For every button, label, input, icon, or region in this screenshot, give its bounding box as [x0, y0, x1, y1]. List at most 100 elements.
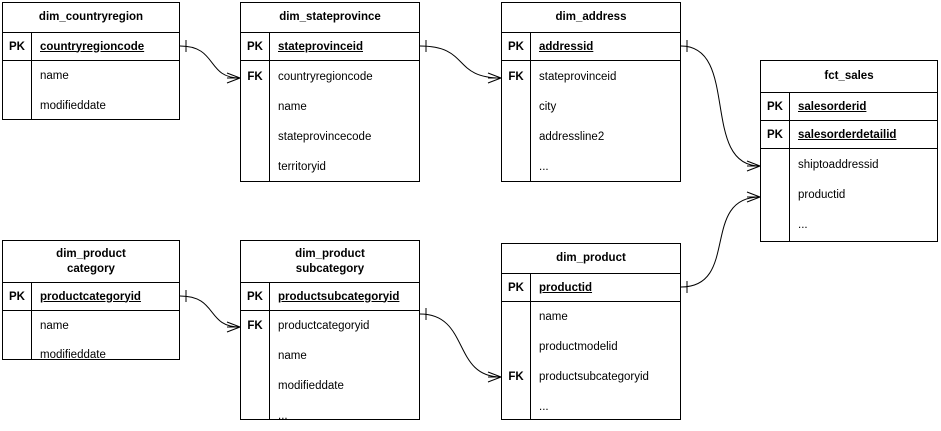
key-column-divider	[31, 33, 32, 119]
field-name: countryregioncode	[278, 70, 373, 83]
entity-title: dim_address	[502, 3, 680, 33]
field-name: name	[278, 101, 307, 113]
key-cell-empty	[761, 210, 789, 240]
key-label: PK	[508, 40, 524, 53]
relationship-address-to-fctsales	[680, 40, 761, 172]
field-name: productcategoryid	[40, 290, 141, 303]
relationship-subcategory-to-product	[419, 308, 502, 383]
key-label: FK	[508, 371, 524, 383]
cardinality-many-marker	[746, 191, 761, 203]
key-column-divider	[269, 33, 270, 181]
entity-title: dim_countryregion	[3, 3, 179, 33]
key-label: PK	[247, 40, 263, 53]
field-row[interactable]: productmodelid	[502, 332, 680, 362]
field-row[interactable]: FK productsubcategoryid	[502, 362, 680, 392]
key-cell-empty	[241, 92, 269, 122]
field-name: territoryid	[278, 161, 326, 173]
field-name: stateprovincecode	[278, 131, 372, 143]
field-row[interactable]: modifieddate	[3, 91, 179, 121]
field-name: modifieddate	[40, 348, 106, 361]
field-row[interactable]: PK salesorderdetailid	[761, 121, 937, 149]
key-cell-empty	[502, 152, 530, 182]
field-row[interactable]: productid	[761, 180, 937, 210]
key-cell-empty	[502, 332, 530, 362]
field-name: stateprovinceid	[539, 70, 617, 83]
relationship-product-to-fctsales	[680, 191, 761, 293]
key-cell-empty	[502, 302, 530, 332]
field-name: name	[278, 350, 307, 362]
key-cell-empty	[241, 371, 269, 401]
key-column-divider	[530, 33, 531, 181]
field-row[interactable]: ...	[241, 401, 419, 431]
field-name: productmodelid	[539, 341, 618, 353]
field-row[interactable]: addressline2	[502, 122, 680, 152]
entity-title: dim_product	[502, 244, 680, 274]
field-name: ...	[278, 410, 288, 422]
relationship-productcategory-to-subcategory	[179, 290, 241, 333]
field-row[interactable]: ...	[502, 152, 680, 182]
field-row[interactable]: shiptoaddressid	[761, 149, 937, 180]
field-name: addressid	[539, 40, 594, 53]
field-row[interactable]: name	[502, 302, 680, 332]
key-cell-empty	[502, 92, 530, 122]
field-name: productsubcategoryid	[539, 371, 649, 383]
key-column-divider	[31, 283, 32, 359]
key-label: PK	[247, 290, 263, 303]
cardinality-many-marker	[487, 72, 502, 84]
field-row[interactable]: name	[3, 311, 179, 340]
field-row[interactable]: stateprovincecode	[241, 122, 419, 152]
entity-title: fct_sales	[761, 61, 937, 93]
field-name: productcategoryid	[278, 320, 370, 332]
field-row[interactable]: PK addressid	[502, 33, 680, 61]
field-name: shiptoaddressid	[798, 158, 879, 171]
key-cell-empty	[3, 311, 31, 340]
entity-title: dim_product category	[3, 241, 179, 283]
field-row[interactable]: ...	[761, 210, 937, 240]
field-row[interactable]: city	[502, 92, 680, 122]
field-row[interactable]: modifieddate	[241, 371, 419, 401]
field-row[interactable]: territoryid	[241, 152, 419, 182]
key-cell-empty	[241, 341, 269, 371]
field-row[interactable]: FK productcategoryid	[241, 311, 419, 341]
field-row[interactable]: ...	[502, 392, 680, 422]
field-name: addressline2	[539, 131, 605, 143]
field-row[interactable]: modifieddate	[3, 340, 179, 369]
field-row[interactable]: name	[3, 61, 179, 91]
primary-key-badge: PK	[241, 33, 269, 60]
field-row[interactable]: name	[241, 92, 419, 122]
entity-title: dim_product subcategory	[241, 241, 419, 283]
key-label: PK	[767, 100, 783, 113]
key-cell-empty	[502, 392, 530, 422]
field-row[interactable]: name	[241, 341, 419, 371]
key-label: PK	[767, 128, 783, 141]
field-name: name	[539, 311, 568, 323]
field-name: salesorderdetailid	[798, 128, 897, 141]
primary-key-badge: PK	[761, 93, 789, 120]
field-name: name	[40, 70, 69, 82]
field-name: ...	[798, 219, 808, 231]
key-cell-empty	[761, 180, 789, 210]
primary-key-badge: PK	[3, 33, 31, 60]
foreign-key-badge: FK	[241, 311, 269, 341]
field-name: modifieddate	[40, 100, 106, 112]
primary-key-badge: PK	[761, 121, 789, 148]
